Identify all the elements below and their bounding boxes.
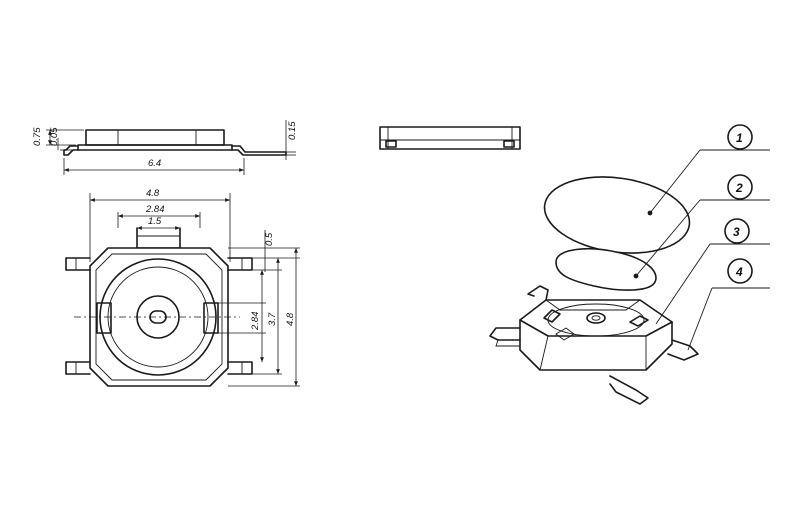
dim-cavity-width: 2.84 (145, 204, 165, 215)
side-view: 0.75 0.05 0.15 6.4 (32, 120, 298, 175)
part-dome (555, 248, 657, 291)
top-view: 4.8 2.84 1.5 (65, 188, 300, 387)
exploded-view: 1 2 3 4 (489, 124, 770, 405)
dim-side-a: 2.84 (250, 312, 261, 332)
dim-lead-thickness: 0.15 (287, 121, 298, 140)
callout-4-circle (727, 258, 753, 284)
callout-3: 3 (733, 225, 740, 239)
dim-overall-width: 6.4 (148, 158, 161, 169)
part-cover-disc (543, 176, 691, 254)
dim-side-c: 4.8 (285, 312, 296, 326)
callout-2-circle (727, 174, 753, 200)
dim-terminal-offset: 0.5 (264, 232, 275, 246)
part-base (519, 299, 673, 371)
dim-height-total: 0.75 (32, 127, 43, 146)
dim-body-width: 4.8 (146, 188, 160, 199)
callout-1: 1 (736, 131, 743, 145)
callout-3-circle (724, 218, 750, 244)
dim-side-b: 3.7 (267, 312, 278, 326)
callout-1-circle (727, 124, 753, 150)
front-view (379, 126, 521, 150)
dim-actuator-width: 1.5 (148, 216, 162, 227)
callout-4: 4 (735, 265, 743, 279)
callout-2: 2 (735, 181, 743, 195)
dim-height-base: 0.05 (49, 127, 60, 146)
